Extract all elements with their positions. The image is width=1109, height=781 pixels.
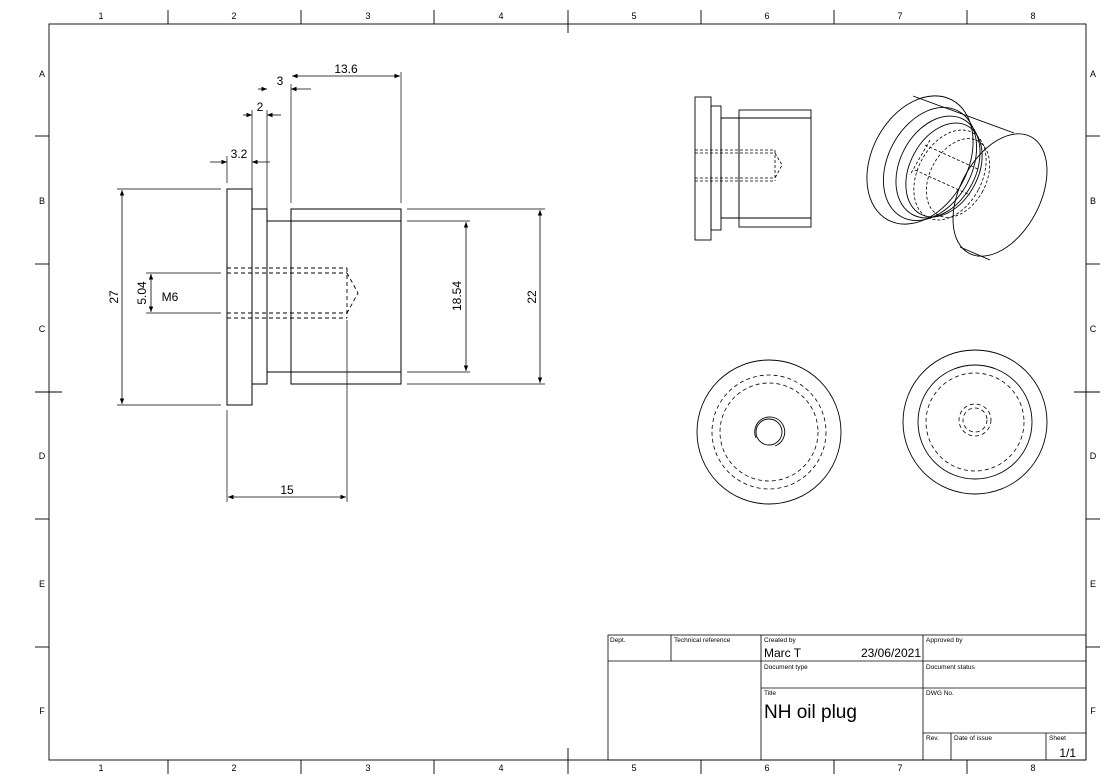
end-view-back-hidden [925,372,1025,472]
zone-row-label: D [39,451,46,461]
zone-col-label: 2 [231,763,236,773]
dim-22: 22 [525,290,539,304]
zone-row-label: A [39,69,45,79]
zone-col-label: 8 [1030,763,1035,773]
side-view [226,188,402,406]
zone-col-label: 4 [498,763,503,773]
dim-3: 3 [277,74,284,88]
dept-label: Dept. [610,637,626,644]
zone-row-label: F [39,706,45,716]
created-by-value: Marc T [764,646,802,660]
zone-row-label: B [1090,196,1096,206]
dim-3-2: 3.2 [231,147,248,161]
created-by-label: Created by [764,637,797,644]
extension-lines [117,72,545,502]
zone-col-label: 5 [631,11,636,21]
dim-15: 15 [280,483,294,497]
doc-type-label: Document type [764,664,808,671]
zone-row-label: B [39,196,45,206]
zone-row-label: C [39,324,46,334]
zone-row-label: E [1090,579,1096,589]
zone-col-label: 7 [897,11,902,21]
zone-col-label: 1 [98,11,103,21]
sheet-value: 1/1 [1059,746,1076,760]
dim-5-04: 5.04 [135,281,149,305]
zone-col-label: 3 [365,11,370,21]
rev-label: Rev. [926,735,939,742]
zone-row-label: A [1090,69,1096,79]
dim-27: 27 [107,290,121,304]
zone-col-label: 7 [897,763,902,773]
zone-ticks [35,10,1100,774]
zone-col-label: 6 [764,11,769,21]
zone-row-label: D [1090,451,1097,461]
date-of-issue-label: Date of issue [954,735,992,742]
flange-step [251,208,268,385]
dim-18-54: 18.54 [450,281,464,311]
zone-col-label: 4 [498,11,503,21]
flange-groove [266,220,292,373]
created-date-value: 23/06/2021 [861,646,921,660]
small-side-view [694,96,812,241]
zone-col-label: 8 [1030,11,1035,21]
sheet-frame [48,23,1087,761]
thread-hidden-lines [227,267,359,319]
drawing-title: NH oil plug [764,702,857,723]
dim-2: 2 [257,100,264,114]
end-view-back [902,349,1048,495]
flange-outer [226,188,253,406]
isometric-view [866,95,1048,261]
title-block [607,634,1087,761]
dimension-lines [119,73,543,500]
dimension-texts: 3.2 2 3 13.6 27 5.04 M6 18.54 22 15 [107,62,539,497]
sheet-label: Sheet [1049,735,1066,742]
zone-col-label: 5 [631,763,636,773]
dim-m6: M6 [162,290,179,304]
zone-col-label: 3 [365,763,370,773]
small-side-hidden [695,149,783,182]
dim-13-6: 13.6 [334,62,358,76]
zone-row-label: C [1090,324,1097,334]
plug-body [290,208,402,385]
tech-ref-label: Technical reference [674,637,731,644]
approved-by-label: Approved by [926,637,963,644]
doc-status-label: Document status [926,664,976,671]
zone-col-label: 6 [764,763,769,773]
end-view-front [696,359,842,505]
zone-col-label: 1 [98,763,103,773]
title-block-text: Dept. Technical reference Created by Mar… [610,637,1076,760]
zone-labels: 1 2 3 4 5 6 7 8 1 2 3 4 5 6 7 8 A B C D … [39,11,1097,773]
zone-row-label: E [39,579,45,589]
end-view-front-hidden [711,374,827,490]
zone-col-label: 2 [231,11,236,21]
title-label: Title [764,690,776,697]
zone-row-label: F [1090,706,1096,716]
dwg-no-label: DWG No. [926,690,954,697]
